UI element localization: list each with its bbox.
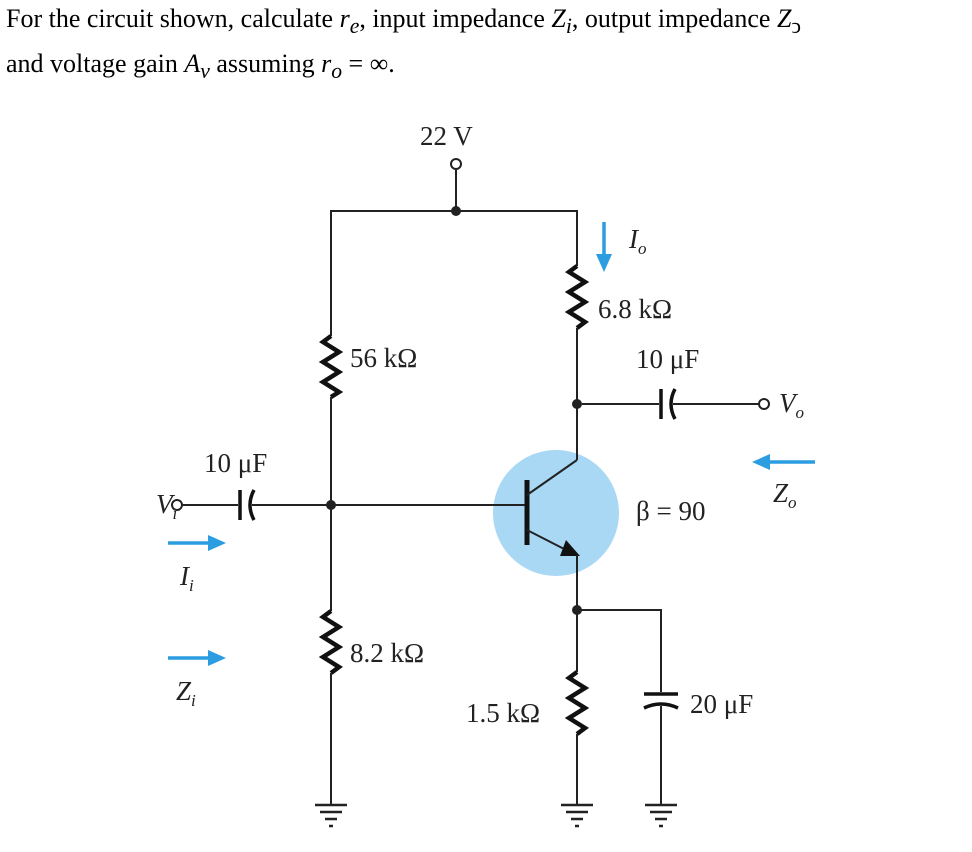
output-capacitor (659, 388, 677, 420)
zo-arrowhead (752, 454, 770, 470)
top-rail (330, 210, 578, 336)
prompt-text-2: , input impedance (359, 4, 545, 33)
rc-label: 6.8 kΩ (598, 294, 672, 324)
prompt-text-6: = ∞. (348, 49, 395, 79)
zi-subscript: i (565, 14, 572, 39)
resistor-r2 (318, 609, 344, 675)
cout-label: 10 μF (636, 344, 699, 374)
ground-icon (645, 803, 677, 828)
resistor-r1 (318, 334, 344, 399)
av-subscript: v (200, 59, 210, 84)
zo-symbol: Z (776, 4, 792, 33)
vi-terminal (171, 499, 183, 511)
ground-icon (561, 803, 593, 828)
prompt-text-5: assuming (216, 49, 315, 79)
supply-label: 22 V (420, 121, 473, 151)
prompt-text-1: For the circuit shown, calculate (6, 4, 334, 33)
zi-symbol: Z (551, 4, 566, 33)
ro-symbol: r (321, 49, 332, 79)
vo-label: Vo (779, 388, 804, 422)
bypass-wire (577, 609, 662, 692)
zo-label: Zo (773, 478, 797, 512)
collector-node (572, 399, 582, 409)
supply-terminal (450, 158, 462, 170)
vo-terminal (758, 398, 770, 410)
re-symbol: r (339, 4, 350, 33)
prompt-text-4: and voltage gain (6, 49, 178, 79)
resistor-rc (564, 264, 590, 330)
bypass-capacitor (643, 692, 679, 710)
ii-label: Ii (179, 561, 194, 595)
re-label: 1.5 kΩ (466, 698, 540, 728)
cin-label: 10 μF (204, 448, 267, 478)
resistor-re (564, 670, 590, 736)
ro-subscript: o (331, 59, 343, 84)
io-arrowhead (596, 254, 612, 272)
beta-label: β = 90 (636, 496, 705, 526)
ground-icon (315, 803, 347, 828)
vi-label: Vi (156, 489, 178, 523)
re-subscript: e (349, 14, 360, 39)
transistor-highlight (493, 450, 619, 576)
problem-statement: For the circuit shown, calculate re, inp… (6, 0, 966, 90)
prompt-text-3: , output impedance (571, 4, 771, 33)
r2-label: 8.2 kΩ (350, 638, 424, 668)
problem-line-1: For the circuit shown, calculate re, inp… (6, 0, 966, 45)
av-symbol: A (184, 49, 201, 79)
io-label: Io (628, 224, 647, 258)
input-capacitor (238, 489, 256, 521)
zi-arrowhead (208, 650, 226, 666)
zo-subscript: ↄ (791, 14, 802, 39)
ii-arrowhead (208, 535, 226, 551)
r1-label: 56 kΩ (350, 343, 417, 373)
zi-label: Zi (176, 676, 196, 710)
bjt-transistor (524, 459, 580, 556)
problem-line-2: and voltage gain Av assuming ro = ∞. (6, 45, 966, 90)
ce-label: 20 μF (690, 689, 753, 719)
